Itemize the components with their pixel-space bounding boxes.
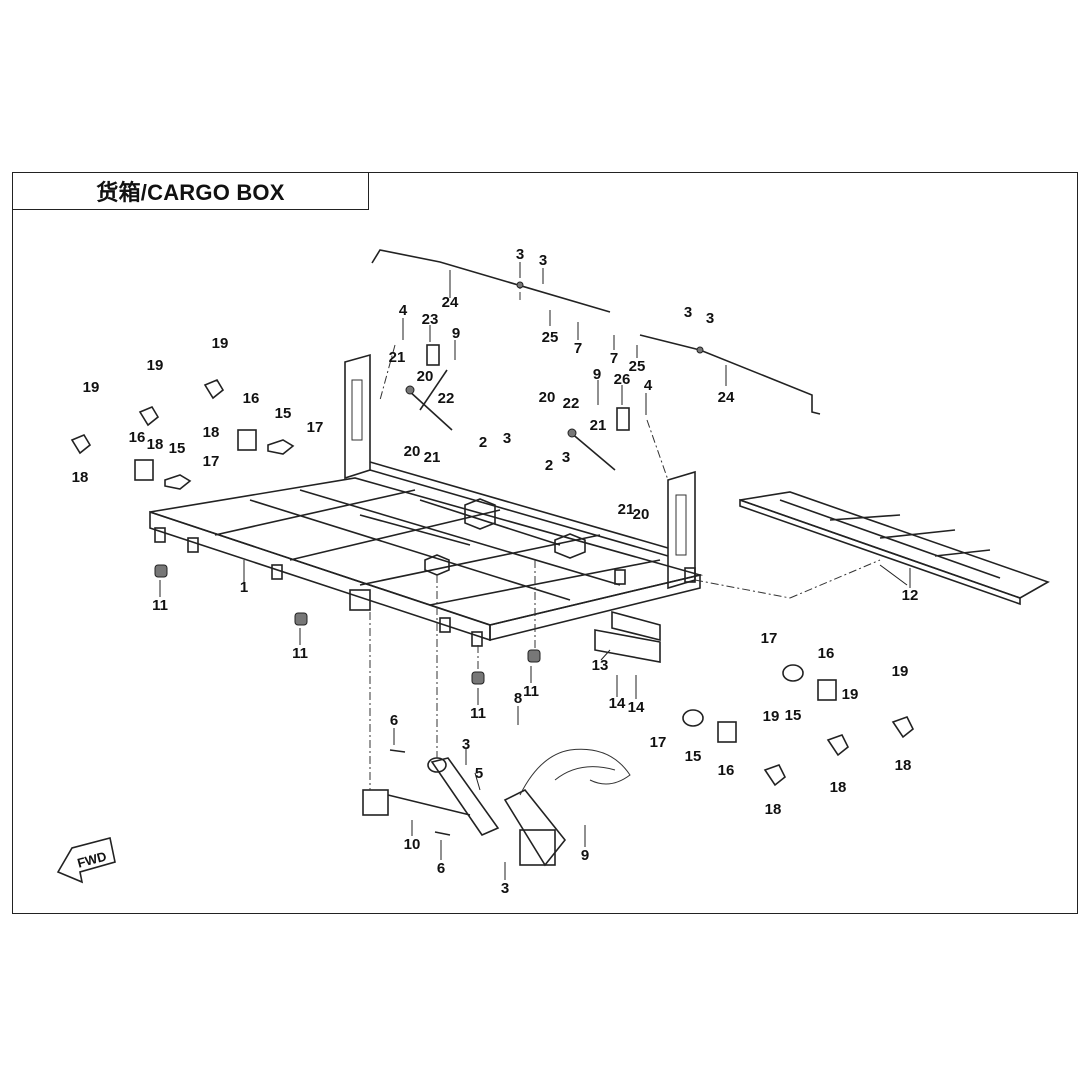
- label-17c: 17: [761, 630, 778, 647]
- label-21a: 21: [389, 349, 406, 366]
- diagram-frame: [12, 172, 1078, 914]
- label-18f: 18: [895, 757, 912, 774]
- label-7b: 7: [610, 350, 618, 367]
- label-15c: 15: [785, 707, 802, 724]
- label-18d: 18: [765, 801, 782, 818]
- label-6a: 6: [390, 712, 398, 729]
- fwd-arrow-icon: FWD: [56, 837, 116, 884]
- label-22a: 22: [438, 390, 455, 407]
- label-11a: 11: [152, 597, 168, 614]
- label-18e: 18: [830, 779, 847, 796]
- label-14a: 14: [609, 695, 626, 712]
- label-4b: 4: [644, 377, 653, 394]
- label-16a: 16: [129, 429, 146, 446]
- label-20c: 20: [539, 389, 556, 406]
- cargo-frame: [149, 353, 704, 647]
- label-3g: 3: [462, 736, 470, 753]
- label-9c: 9: [581, 847, 589, 864]
- label-17d: 17: [650, 734, 667, 751]
- label-3c: 3: [684, 304, 692, 321]
- label-2a: 2: [479, 434, 487, 451]
- label-21b: 21: [424, 449, 441, 466]
- label-15d: 15: [685, 748, 702, 765]
- label-21c: 21: [590, 417, 607, 434]
- label-23: 23: [422, 311, 439, 328]
- label-12: 12: [902, 587, 919, 604]
- label-17a: 17: [203, 453, 220, 470]
- label-1: 1: [240, 579, 248, 596]
- label-6b: 6: [437, 860, 445, 877]
- label-16b: 16: [243, 390, 260, 407]
- label-26: 26: [614, 371, 631, 388]
- part-labels: 1 2 2 3 3 3 3 3 3 3 3 4 4 5 6 6 7 7 8 9 …: [72, 246, 919, 897]
- label-25a: 25: [542, 329, 559, 346]
- tailgate-frame: [739, 491, 1050, 606]
- label-22b: 22: [563, 395, 580, 412]
- label-19d: 19: [763, 708, 780, 725]
- leader-lines: [159, 262, 911, 880]
- rubber-bumpers: [154, 564, 541, 685]
- label-19c: 19: [212, 335, 229, 352]
- label-9b: 9: [593, 366, 601, 383]
- label-3a: 3: [516, 246, 524, 263]
- latch-bracket-right: [616, 407, 630, 431]
- fwd-label: FWD: [76, 849, 108, 871]
- label-25b: 25: [629, 358, 646, 375]
- label-7a: 7: [574, 340, 582, 357]
- label-3e: 3: [503, 430, 511, 447]
- label-18c: 18: [203, 424, 220, 441]
- label-15b: 15: [275, 405, 292, 422]
- label-18b: 18: [147, 436, 164, 453]
- label-5: 5: [475, 765, 483, 782]
- label-9a: 9: [452, 325, 460, 342]
- label-18a: 18: [72, 469, 89, 486]
- label-3d: 3: [706, 310, 714, 327]
- label-16d: 16: [718, 762, 735, 779]
- label-3b: 3: [539, 252, 547, 269]
- label-19b: 19: [147, 357, 164, 374]
- label-20b: 20: [404, 443, 421, 460]
- label-11b: 11: [292, 645, 308, 662]
- label-21d: 21: [618, 501, 635, 518]
- label-19f: 19: [892, 663, 909, 680]
- mount-plate: [594, 610, 661, 663]
- label-13: 13: [592, 657, 609, 674]
- label-15a: 15: [169, 440, 186, 457]
- tie-down-hooks-right: [682, 664, 915, 787]
- tie-down-hooks-left: [70, 378, 295, 490]
- label-19e: 19: [842, 686, 859, 703]
- label-20d: 20: [633, 506, 650, 523]
- label-24a: 24: [442, 294, 459, 311]
- title-box: 货箱/CARGO BOX: [12, 172, 369, 210]
- label-11c: 11: [470, 705, 486, 722]
- label-3f: 3: [562, 449, 570, 466]
- alignment-lines: [369, 285, 881, 790]
- label-11d: 11: [523, 683, 539, 700]
- label-19a: 19: [83, 379, 100, 396]
- label-8: 8: [514, 690, 522, 707]
- label-17b: 17: [307, 419, 324, 436]
- label-16c: 16: [818, 645, 835, 662]
- diagram-title: 货箱/CARGO BOX: [96, 180, 285, 205]
- label-20a: 20: [417, 368, 434, 385]
- label-10: 10: [404, 836, 421, 853]
- label-24b: 24: [718, 389, 735, 406]
- label-3h: 3: [501, 880, 509, 897]
- label-2b: 2: [545, 457, 553, 474]
- latch-bracket-left: [426, 344, 440, 366]
- label-14b: 14: [628, 699, 645, 716]
- gas-struts: [405, 369, 616, 471]
- label-4a: 4: [399, 302, 408, 319]
